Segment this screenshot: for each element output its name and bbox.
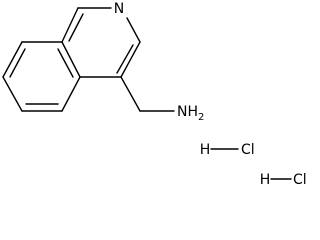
bond-c3-c4-inner xyxy=(116,44,134,74)
bond-c4a-c8a-inner xyxy=(57,48,74,78)
bond-c8a-c1 xyxy=(61,7,79,43)
bond-n2-c3 xyxy=(126,17,141,43)
hydrochloride-2: H Cl xyxy=(260,172,307,188)
bond-c7-c6 xyxy=(2,76,23,112)
bond-c8a-c1-inner xyxy=(68,13,84,42)
hcl-1-chlorine: Cl xyxy=(241,142,255,158)
bond-c5-c4a xyxy=(61,76,81,112)
aminomethyl-group xyxy=(120,76,175,112)
bond-c4-ch2 xyxy=(120,76,141,112)
bond-c3-c4 xyxy=(120,41,141,78)
bond-c4a-c8a xyxy=(61,41,81,78)
hcl-1-hydrogen: H xyxy=(200,142,211,158)
benzene-ring xyxy=(2,41,81,112)
hydrochloride-1: H Cl xyxy=(200,142,255,158)
pyridine-ring xyxy=(61,7,141,78)
isoquinolin-4-ylmethanamine-dihydrochloride-structure: N NH2 H Cl H Cl xyxy=(2,1,307,188)
amine-label: NH2 xyxy=(177,104,204,123)
hcl-2-chlorine: Cl xyxy=(293,172,307,188)
hcl-2-hydrogen: H xyxy=(260,172,271,188)
bond-c8-c7 xyxy=(2,41,23,78)
ring-nitrogen-label: N xyxy=(114,1,124,17)
bond-c8-c7-inner xyxy=(9,48,26,78)
